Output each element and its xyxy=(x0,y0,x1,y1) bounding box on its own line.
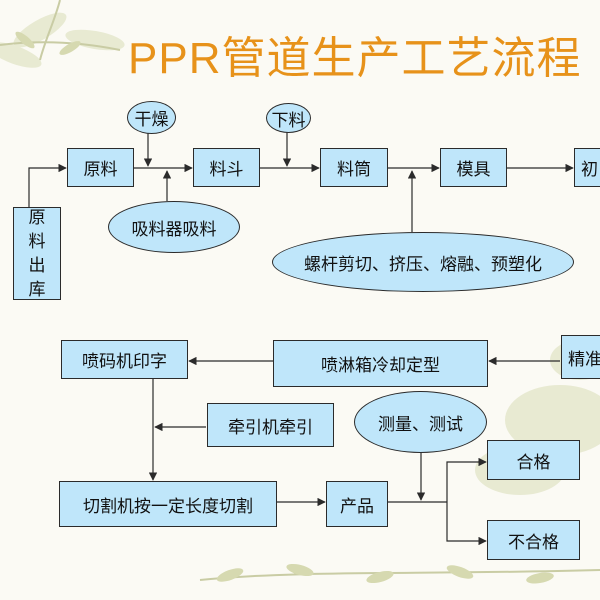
node-fail: 不合格 xyxy=(487,520,580,560)
node-raw-material: 原料 xyxy=(67,148,134,187)
node-pass: 合格 xyxy=(487,440,580,480)
node-spray-cooling: 喷淋箱冷却定型 xyxy=(273,340,488,387)
node-cutter: 切割机按一定长度切割 xyxy=(59,481,277,527)
connector-split-pass xyxy=(446,457,487,502)
oval-screw-process: 螺杆剪切、挤压、熔融、预塑化 xyxy=(272,232,574,292)
node-raw-out-char-1: 原 xyxy=(28,207,46,228)
oval-suction: 吸料器吸料 xyxy=(108,201,240,253)
node-die: 模具 xyxy=(440,148,507,187)
page-title: PPR管道生产工艺流程 xyxy=(128,22,581,86)
node-printer: 喷码机印字 xyxy=(61,340,188,379)
node-raw-out-char-3: 出 xyxy=(28,255,46,276)
oval-measure-test: 测量、测试 xyxy=(354,391,487,453)
connector-split-fail xyxy=(446,502,487,546)
connector-rawout-raw xyxy=(28,163,67,207)
node-raw-material-out: 原 料 出 库 xyxy=(13,207,61,300)
node-next-partial: 初 xyxy=(574,148,600,187)
title-chinese: 管道生产工艺流程 xyxy=(221,33,582,84)
oval-feeding: 下料 xyxy=(266,103,311,133)
node-hopper: 料斗 xyxy=(193,148,260,187)
node-raw-out-char-2: 料 xyxy=(28,231,46,252)
node-precision-partial: 精准 xyxy=(561,335,600,379)
oval-drying: 干燥 xyxy=(127,101,176,134)
title-latin: PPR xyxy=(128,34,222,83)
node-tractor: 牵引机牵引 xyxy=(207,403,334,447)
node-barrel: 料筒 xyxy=(320,148,388,187)
node-raw-out-char-4: 库 xyxy=(28,279,46,300)
node-product: 产品 xyxy=(326,481,388,527)
